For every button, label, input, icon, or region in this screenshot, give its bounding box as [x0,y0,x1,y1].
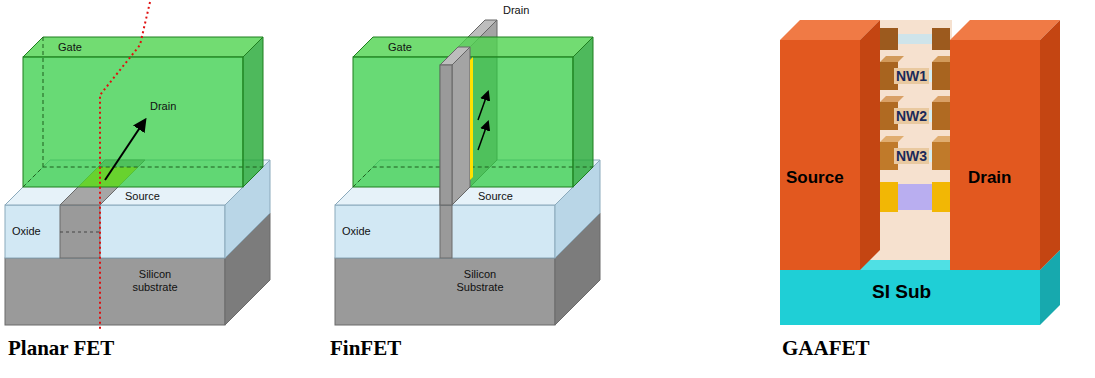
planar-gate [23,37,263,187]
figure-caption: FinFET [330,336,401,360]
figure-caption: GAAFET [782,336,870,360]
gaafet-nanowire-stack [880,56,904,62]
part-label: Silicon Substrate [440,268,520,293]
finfet-gate [573,37,593,187]
part-label: Oxide [12,225,41,238]
part-label: Source [125,190,160,203]
gaafet-nanowire-stack [898,184,932,210]
gaafet-nanowire-stack [932,62,950,90]
nanowire-label: NW2 [894,108,929,124]
gaafet-source-block [780,40,860,270]
finfet-substrate [335,258,555,325]
gaafet-nanowire-stack [898,34,932,44]
gaafet-nanowire-stack [880,182,898,212]
part-label: Gate [388,41,412,54]
current-arrow [105,120,145,180]
gaafet-nanowire-stack [880,96,904,102]
finfet-fin-front [470,57,473,180]
finfet-gate [353,37,593,57]
planar-oxide [5,205,225,258]
planar-gate [23,37,263,57]
finfet-oxide [440,205,452,258]
part-label: SI Sub [872,281,931,303]
gaafet-substrate [780,270,1040,325]
gaafet-nanowire-stack [932,182,950,212]
finfet-oxide [335,205,555,258]
planar-gate [243,37,263,187]
planar-oxide [60,205,100,258]
gaafet-nanowire-stack [880,28,956,212]
gaafet-nanowire-stack [880,136,904,142]
planar-oxide [60,232,100,233]
gaafet-drain-block [950,40,1040,270]
current-arrow [478,122,488,150]
finfet-fin-front [440,47,473,205]
planar-gate [23,57,243,187]
finfet-gate [353,37,593,187]
part-label: Source [478,190,513,203]
gaafet-drain-block [950,20,1060,270]
part-label: Silicon substrate [120,268,190,293]
nanowire-label: NW3 [894,148,929,164]
planar-gate [23,167,263,187]
gaafet-nanowire-stack [932,142,950,170]
gaafet-nanowire-stack [932,28,950,50]
gaafet-source-block [780,20,880,270]
part-label: Drain [503,4,529,17]
part-label: Source [786,168,844,188]
nanowire-label: NW1 [894,68,929,84]
gaafet-source-block [860,20,880,270]
gaafet-nanowire-stack [932,102,950,130]
gaafet-nanowire-stack [880,28,898,50]
part-label: Gate [58,41,82,54]
finfet-fin-front [452,47,470,205]
planar-substrate [5,258,225,325]
current-arrow [478,92,488,120]
finfet-fin [440,65,452,205]
part-label: Drain [150,100,176,113]
part-label: Drain [968,168,1011,188]
gaafet-drain-block [1040,20,1060,270]
finfet-fin-front [440,65,452,205]
planar-gate [43,37,44,167]
part-label: Oxide [342,225,371,238]
figure-caption: Planar FET [8,336,114,360]
